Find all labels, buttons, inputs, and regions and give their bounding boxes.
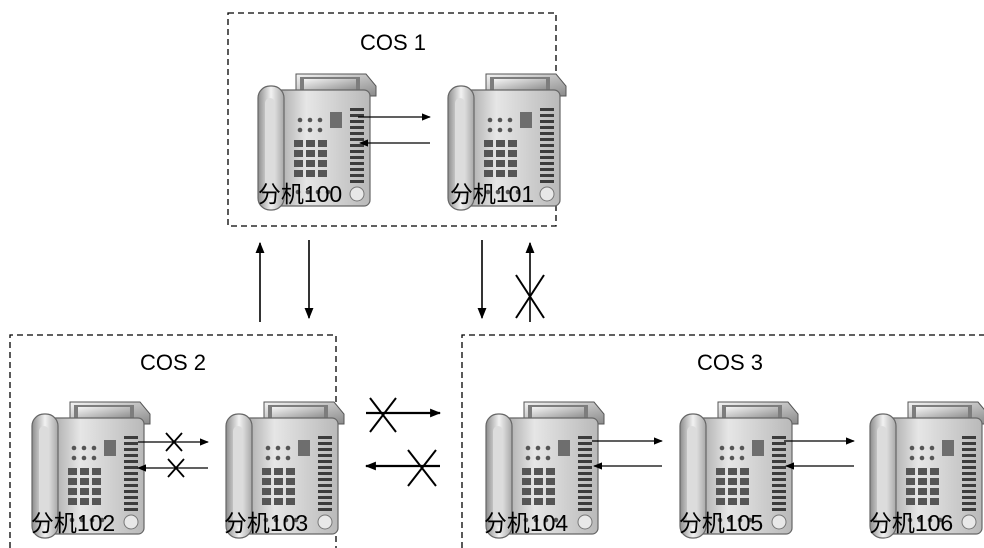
extension-label-100: 分机100 <box>257 181 343 207</box>
x-mark-icon <box>369 397 397 433</box>
cos3-title: COS 3 <box>696 350 764 375</box>
extension-label-106: 分机106 <box>868 510 954 536</box>
extension-label-103: 分机103 <box>223 510 309 536</box>
cos2-title: COS 2 <box>139 350 207 375</box>
x-mark-icon <box>165 432 183 452</box>
x-mark-icon <box>167 458 185 478</box>
extension-label-101: 分机101 <box>449 181 535 207</box>
extension-label-102: 分机102 <box>30 510 116 536</box>
extension-label-105: 分机105 <box>678 510 764 536</box>
x-mark-icon <box>515 274 545 319</box>
cos3-frame <box>461 334 984 548</box>
cos1-title: COS 1 <box>359 30 427 55</box>
extension-label-104: 分机104 <box>483 510 569 536</box>
x-mark-icon <box>407 449 437 487</box>
